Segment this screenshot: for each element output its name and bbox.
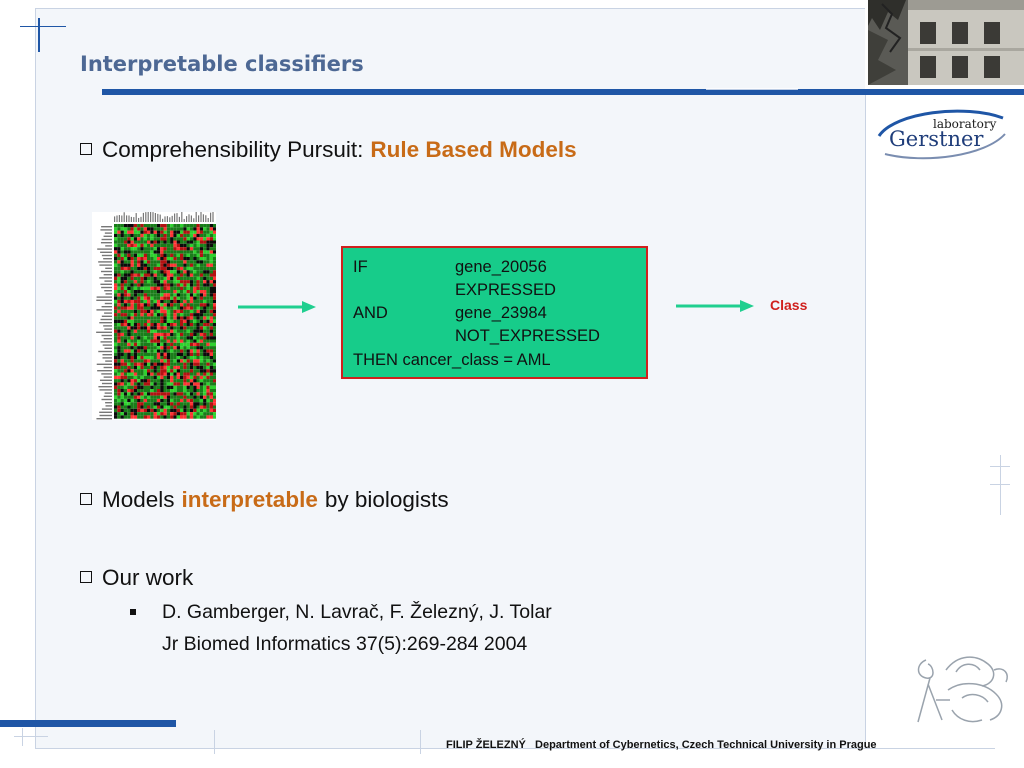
bullet-interpretable: Models interpretable by biologists (80, 487, 449, 513)
frame-line-top (35, 8, 865, 9)
checkbox-bullet-icon (80, 493, 92, 505)
bullet-text-after: by biologists (324, 487, 449, 512)
tick-mark (990, 466, 1010, 467)
corner-mark (38, 18, 40, 52)
gerstner-logo: laboratory Gerstner (877, 109, 1006, 160)
bullet-text: Our work (102, 565, 194, 590)
tick-mark (1000, 455, 1001, 515)
czech-lion-emblem (917, 656, 1008, 723)
corner-mark (22, 728, 23, 746)
bullet-highlight: interpretable (181, 487, 318, 512)
frame-line-bottom (35, 748, 995, 749)
bullet-highlight: Rule Based Models (370, 137, 577, 162)
checkbox-bullet-icon (80, 571, 92, 583)
reference-authors: D. Gamberger, N. Lavrač, F. Železný, J. … (162, 601, 552, 623)
bullet-text-before: Models (102, 487, 175, 512)
footer-author: FILIP ŽELEZNÝ (446, 739, 526, 751)
building-photo (868, 0, 1024, 85)
right-arrow-icon (676, 300, 754, 312)
title-bar-highlight (706, 88, 798, 90)
rule-and-state: NOT_EXPRESSED (455, 327, 600, 345)
slide-title: Interpretable classifiers (80, 52, 364, 76)
footer-accent-bar (0, 720, 176, 727)
title-underline-bar (102, 89, 1024, 95)
tick-mark (990, 484, 1010, 485)
rule-if-keyword: IF (353, 258, 368, 276)
bullet-comprehensibility: Comprehensibility Pursuit: Rule Based Mo… (80, 137, 577, 163)
frame-line-right (865, 95, 866, 748)
right-arrow-icon (238, 301, 316, 313)
rule-and-keyword: AND (353, 304, 388, 322)
tick-mark (214, 730, 215, 754)
corner-mark (20, 26, 66, 27)
tick-mark (420, 730, 421, 754)
square-bullet-icon (130, 609, 136, 615)
checkbox-bullet-icon (80, 143, 92, 155)
logo-gerstner-text: Gerstner (889, 127, 984, 151)
frame-line-left (35, 8, 36, 748)
rule-if-state: EXPRESSED (455, 281, 556, 299)
bullet-our-work: Our work (80, 565, 193, 591)
rule-then-line: THEN cancer_class = AML (353, 351, 551, 369)
rule-box: IF gene_20056 EXPRESSED AND gene_23984 N… (341, 246, 648, 379)
reference-journal: Jr Biomed Informatics 37(5):269-284 2004 (162, 633, 528, 655)
rule-if-gene: gene_20056 (455, 258, 547, 276)
corner-mark (14, 736, 48, 737)
bullet-text: Comprehensibility Pursuit: (102, 137, 364, 162)
logo-laboratory-text: laboratory (933, 117, 997, 131)
heatmap-image (92, 212, 216, 420)
footer-department: Department of Cybernetics, Czech Technic… (535, 739, 877, 751)
rule-and-gene: gene_23984 (455, 304, 547, 322)
class-label: Class (770, 297, 808, 313)
footer-text: FILIP ŽELEZNÝ Department of Cybernetics,… (446, 739, 877, 751)
